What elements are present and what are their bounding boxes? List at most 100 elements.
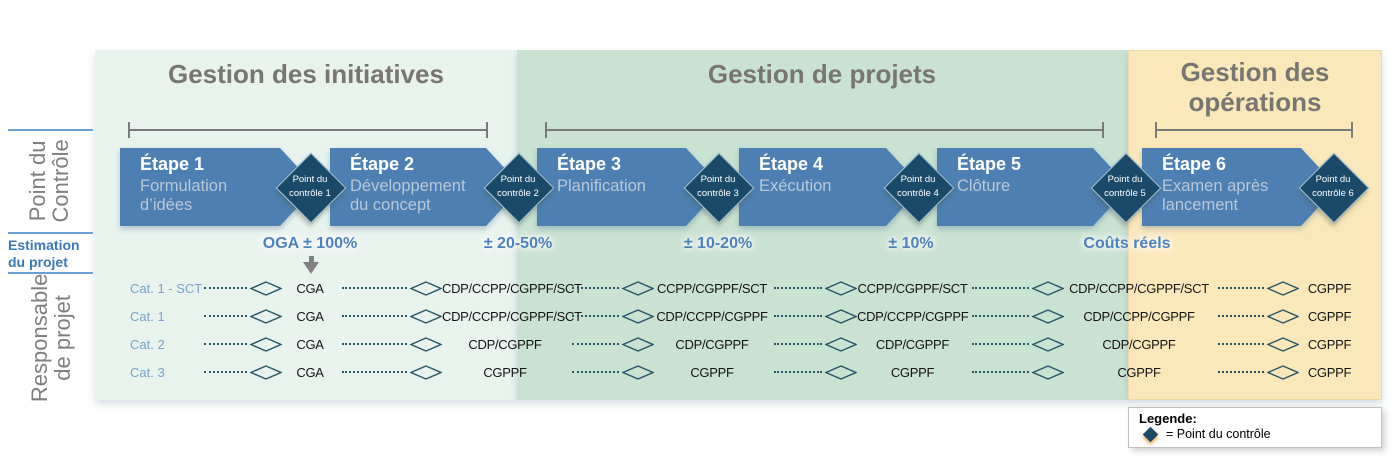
milestone-diamond-icon	[250, 308, 282, 324]
bracket-tick-icon	[545, 122, 547, 138]
matrix-row-cat2: Cat. 2 CGA CDP/CGPPF CDP/CGPPF CDP/CGPPF…	[130, 330, 1360, 358]
dotted-connector	[200, 358, 282, 386]
dotted-connector	[200, 302, 282, 330]
milestone-diamond-icon	[825, 308, 857, 324]
stage-subtitle: Examen après lancement	[1162, 177, 1269, 214]
dotted-connector	[338, 330, 442, 358]
milestone-diamond-icon	[1032, 308, 1064, 324]
responsibility-matrix: Cat. 1 - SCT CGA CDP/CCPP/CGPPF/SCT CCPP…	[130, 274, 1360, 386]
dotted-connector	[968, 358, 1064, 386]
stage-title: Étape 5	[957, 154, 1022, 174]
legend-diamond-icon	[1142, 426, 1159, 442]
responsible-cell: CGA	[296, 280, 324, 296]
stage-title: Étape 4	[759, 154, 824, 174]
responsible-cell: CGPPF	[483, 364, 527, 380]
dotted-connector	[568, 330, 654, 358]
milestone-diamond-icon	[622, 280, 654, 296]
milestone-diamond-icon	[622, 308, 654, 324]
control-point-1-diamond-icon: Point du contrôle 1	[275, 152, 347, 224]
dotted-connector	[1214, 358, 1299, 386]
milestone-diamond-icon	[410, 364, 442, 380]
axis-divider-line	[8, 129, 93, 131]
responsible-cell: CDP/CCPP/CGPPF	[656, 308, 768, 324]
matrix-row-cat1-sct: Cat. 1 - SCT CGA CDP/CCPP/CGPPF/SCT CCPP…	[130, 274, 1360, 302]
control-point-label: Point du contrôle 5	[1104, 174, 1146, 199]
matrix-row-cat1: Cat. 1 CGA CDP/CCPP/CGPPF/SCT CDP/CCPP/C…	[130, 302, 1360, 330]
milestone-diamond-icon	[1267, 336, 1299, 352]
dotted-connector	[770, 358, 857, 386]
responsible-cell: CGPPF	[1307, 336, 1352, 352]
control-point-6-diamond-icon: Point du contrôle 6	[1298, 152, 1370, 224]
bracket-tick-icon	[128, 122, 130, 138]
control-point-4-diamond-icon: Point du contrôle 4	[883, 152, 955, 224]
responsible-cell: CDP/CCPP/CGPPF	[1083, 308, 1195, 324]
responsible-cell: CDP/CCPP/CGPPF/SCT	[442, 280, 582, 296]
control-point-5-diamond-icon: Point du contrôle 5	[1090, 152, 1162, 224]
dotted-connector	[770, 302, 857, 330]
stage-title: Étape 1	[140, 154, 205, 174]
control-point-2-diamond-icon: Point du contrôle 2	[483, 152, 555, 224]
milestone-diamond-icon	[410, 308, 442, 324]
control-point-3-diamond-icon: Point du contrôle 3	[683, 152, 755, 224]
dotted-connector	[568, 274, 654, 302]
estimate-label-10-20: ± 10-20%	[683, 235, 753, 252]
stage-6-arrow: Étape 6 Examen après lancement	[1142, 148, 1337, 226]
dotted-connector	[1214, 302, 1299, 330]
stage-subtitle: Exécution	[759, 177, 832, 195]
estimate-label-20-50: ± 20-50%	[483, 235, 553, 252]
dotted-connector	[968, 274, 1064, 302]
milestone-diamond-icon	[1032, 280, 1064, 296]
responsible-cell: CDP/CCPP/CGPPF/SCT	[1069, 280, 1209, 296]
control-point-label: Point du contrôle 6	[1312, 174, 1354, 199]
stage-title: Étape 3	[557, 154, 622, 174]
stage-subtitle: Planification	[557, 177, 646, 195]
row-label: Cat. 2	[130, 336, 165, 352]
milestone-diamond-icon	[1267, 280, 1299, 296]
axis-label-estimation-du-projet: Estimation du projet	[8, 237, 80, 271]
responsible-cell: CDP/CGPPF	[675, 336, 749, 352]
responsible-cell: CDP/CGPPF	[1102, 336, 1176, 352]
phase-title-projets: Gestion de projets	[707, 59, 937, 89]
responsible-cell: CDP/CGPPF	[468, 336, 542, 352]
row-label: Cat. 3	[130, 364, 165, 380]
responsible-cell: CGPPF	[1117, 364, 1161, 380]
responsible-cell: CGPPF	[690, 364, 734, 380]
responsible-cell: CGPPF	[1307, 364, 1352, 380]
control-point-label: Point du contrôle 3	[697, 174, 739, 199]
dotted-connector	[338, 358, 442, 386]
milestone-diamond-icon	[250, 364, 282, 380]
dotted-connector	[338, 274, 442, 302]
phase-title-operations: Gestion des opérations	[1180, 57, 1330, 117]
milestone-diamond-icon	[1267, 364, 1299, 380]
responsible-cell: CGPPF	[890, 364, 935, 380]
row-label: Cat. 1	[130, 308, 165, 324]
bracket-tick-icon	[1102, 122, 1104, 138]
responsible-cell: CGA	[296, 336, 324, 352]
control-point-label: Point du contrôle 4	[897, 174, 939, 199]
milestone-diamond-icon	[250, 336, 282, 352]
milestone-diamond-icon	[1032, 364, 1064, 380]
down-arrow-icon	[303, 256, 319, 274]
stage-subtitle: Formulation d’idées	[140, 177, 228, 214]
control-point-label: Point du contrôle 2	[497, 174, 539, 199]
bracket-tick-icon	[1155, 122, 1157, 138]
control-point-label: Point du contrôle 1	[289, 174, 331, 199]
milestone-diamond-icon	[622, 336, 654, 352]
estimate-label-couts-reels: Coûts réels	[1083, 235, 1171, 252]
phase-bracket-initiatives	[128, 122, 488, 138]
row-label: Cat. 1 - SCT	[130, 280, 203, 296]
legend-entry: = Point du contrôle	[1166, 427, 1271, 441]
milestone-diamond-icon	[825, 336, 857, 352]
responsible-cell: CDP/CCPP/CGPPF	[857, 308, 969, 324]
legend-title: Legende:	[1139, 411, 1197, 426]
estimate-label-10: ± 10%	[888, 235, 934, 252]
dotted-connector	[770, 274, 857, 302]
milestone-diamond-icon	[1032, 336, 1064, 352]
responsible-cell: CGA	[296, 364, 324, 380]
milestone-diamond-icon	[1267, 308, 1299, 324]
dotted-connector	[1214, 330, 1299, 358]
stage-subtitle: Clôture	[957, 177, 1011, 195]
dotted-connector	[770, 330, 857, 358]
